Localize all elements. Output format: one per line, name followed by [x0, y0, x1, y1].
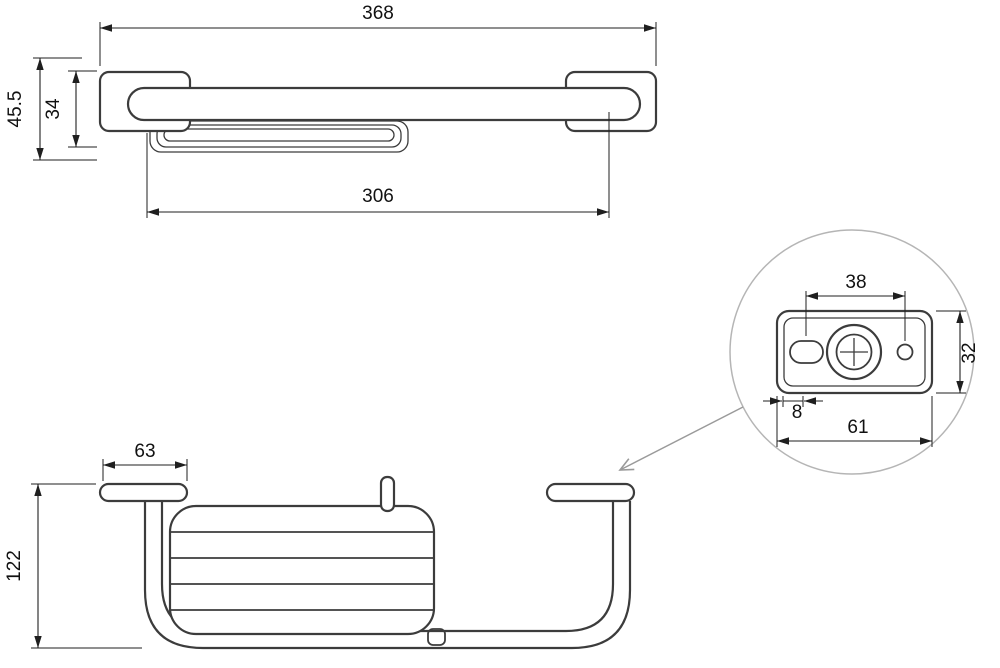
detail-boss-inner-circle	[835, 333, 873, 371]
dim-hole-spacing: 38	[805, 272, 906, 341]
front-wall-plate-right	[545, 482, 636, 503]
dim-plate-height: 32	[936, 310, 980, 394]
dim-overall-width: 368	[99, 3, 657, 66]
dim-overall-height: 122	[4, 483, 142, 649]
front-hook	[379, 475, 396, 513]
dim-slot-inset: 8	[763, 396, 823, 423]
dim-bracket-width: 63	[102, 441, 188, 481]
dim-label-overall-height: 122	[4, 550, 25, 582]
detail-slot	[789, 340, 824, 364]
dim-overall-depth: 45.5	[5, 57, 97, 161]
dim-label-overall-depth: 45.5	[5, 91, 26, 128]
dim-label-bracket-width: 63	[134, 441, 155, 462]
dim-mounting-span: 306	[146, 112, 610, 218]
plan-view: 368 306 45.5 34	[5, 3, 658, 218]
front-basket-outline	[168, 504, 436, 636]
front-wall-plate-left	[98, 482, 189, 503]
front-view: 63 122	[4, 441, 636, 650]
dim-rail-depth: 34	[43, 70, 97, 148]
plan-basket-wire-mid	[156, 124, 402, 148]
detail-view: 38 32 8 61	[729, 229, 980, 475]
front-frame-outer	[143, 501, 632, 650]
dim-label-plate-width: 61	[847, 417, 868, 438]
detail-boss-outer-circle	[825, 323, 883, 381]
dim-label-rail-depth: 34	[43, 98, 64, 120]
dim-label-plate-height: 32	[959, 342, 980, 363]
dim-label-hole-spacing: 38	[845, 272, 866, 293]
dim-label-mounting-span: 306	[362, 186, 394, 207]
detail-pilot-hole	[896, 343, 914, 361]
dim-label-slot-inset: 8	[792, 402, 803, 423]
dim-plate-width: 61	[776, 396, 933, 447]
detail-plate-inner	[783, 317, 926, 387]
dim-label-overall-width: 368	[362, 3, 394, 24]
detail-leader-line	[618, 406, 744, 471]
plan-rail-bar	[126, 86, 642, 122]
plan-basket-wire-inner	[163, 128, 395, 142]
front-basket-clip	[427, 628, 446, 646]
